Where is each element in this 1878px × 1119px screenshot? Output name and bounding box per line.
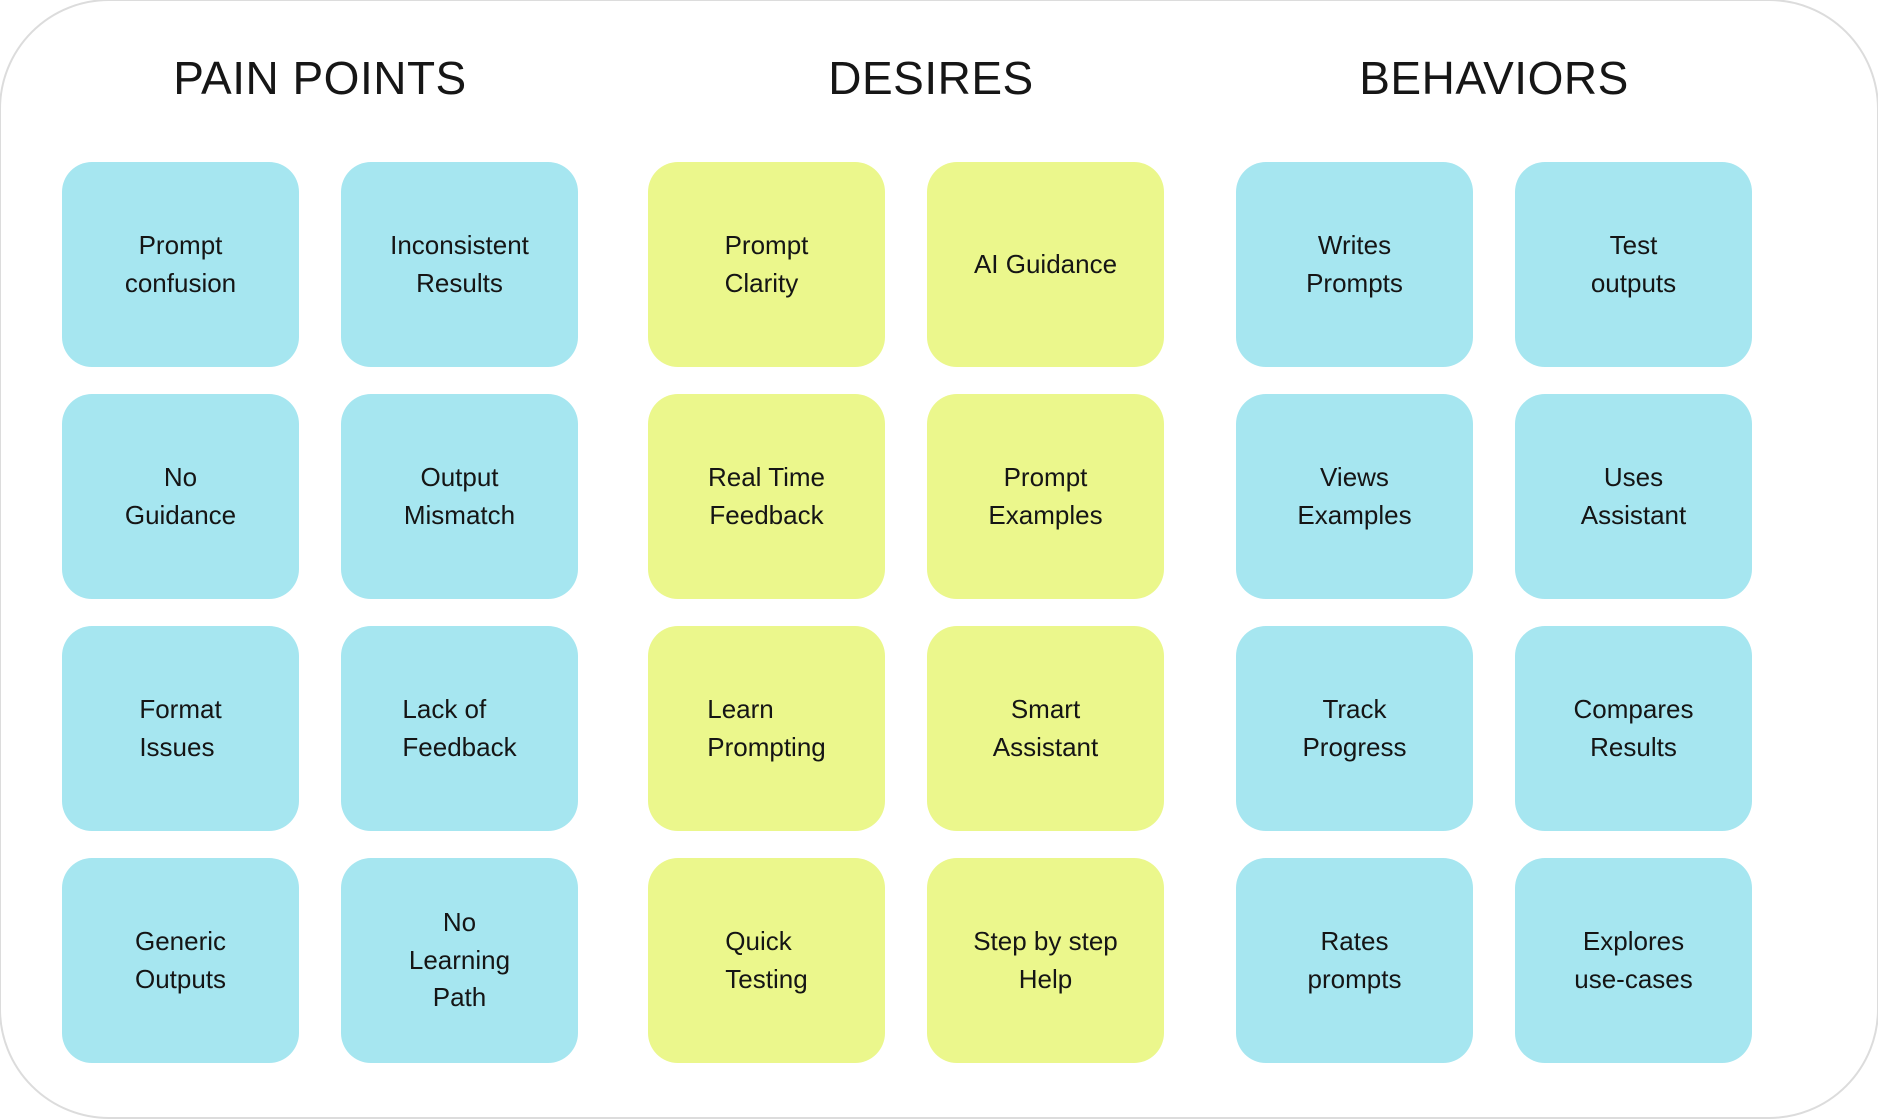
sticky-note[interactable]: Generic Outputs bbox=[62, 858, 299, 1063]
sticky-note[interactable]: Compares Results bbox=[1515, 626, 1752, 831]
sticky-note[interactable]: Uses Assistant bbox=[1515, 394, 1752, 599]
sticky-note-text: Generic Outputs bbox=[134, 925, 227, 994]
column-title-desires: DESIRES bbox=[828, 52, 1034, 104]
sticky-note-text: Format Issues bbox=[139, 693, 222, 762]
column-pain-points: PAIN POINTS Prompt confusion Inconsisten… bbox=[62, 0, 578, 1118]
sticky-note[interactable]: Output Mismatch bbox=[341, 394, 578, 599]
sticky-note[interactable]: Prompt Clarity bbox=[648, 162, 885, 367]
sticky-note-text: Prompt confusion bbox=[124, 229, 237, 298]
sticky-note[interactable]: No Guidance bbox=[62, 394, 299, 599]
sticky-note-text: No Learning Path bbox=[408, 906, 511, 1013]
behaviors-note-grid: Writes Prompts Test outputs Views Exampl… bbox=[1236, 162, 1752, 1063]
sticky-note-text: Output Mismatch bbox=[403, 461, 516, 530]
sticky-note[interactable]: Quick Testing bbox=[648, 858, 885, 1063]
sticky-note-text: Smart Assistant bbox=[992, 693, 1099, 762]
sticky-note[interactable]: Test outputs bbox=[1515, 162, 1752, 367]
column-title-pain-points: PAIN POINTS bbox=[173, 52, 467, 104]
sticky-note[interactable]: Learn Prompting bbox=[648, 626, 885, 831]
sticky-note-text: No Guidance bbox=[124, 461, 237, 530]
sticky-note-text: Prompt Examples bbox=[988, 461, 1103, 530]
column-behaviors: BEHAVIORS Writes Prompts Test outputs Vi… bbox=[1236, 0, 1752, 1118]
sticky-note-text: Explores use-cases bbox=[1574, 925, 1693, 994]
column-desires: DESIRES Prompt Clarity AI Guidance Real … bbox=[648, 0, 1164, 1118]
sticky-note-text: Lack of Feedback bbox=[402, 693, 517, 762]
sticky-note-text: Prompt Clarity bbox=[724, 229, 809, 298]
sticky-note[interactable]: Real Time Feedback bbox=[648, 394, 885, 599]
sticky-note[interactable]: Writes Prompts bbox=[1236, 162, 1473, 367]
sticky-note-text: Inconsistent Results bbox=[390, 229, 529, 298]
sticky-note-text: Step by step Help bbox=[973, 925, 1118, 994]
desires-note-grid: Prompt Clarity AI Guidance Real Time Fee… bbox=[648, 162, 1164, 1063]
sticky-note-text: AI Guidance bbox=[973, 248, 1118, 279]
sticky-note[interactable]: Prompt Examples bbox=[927, 394, 1164, 599]
sticky-note-text: Writes Prompts bbox=[1306, 229, 1403, 298]
sticky-note-text: Real Time Feedback bbox=[707, 461, 826, 530]
sticky-note-text: Uses Assistant bbox=[1580, 461, 1687, 530]
sticky-note-text: Quick Testing bbox=[725, 925, 808, 994]
sticky-note[interactable]: Explores use-cases bbox=[1515, 858, 1752, 1063]
sticky-note[interactable]: Format Issues bbox=[62, 626, 299, 831]
sticky-note-text: Test outputs bbox=[1590, 229, 1677, 298]
sticky-note-text: Track Progress bbox=[1302, 693, 1407, 762]
sticky-note[interactable]: Track Progress bbox=[1236, 626, 1473, 831]
pain-points-note-grid: Prompt confusion Inconsistent Results No… bbox=[62, 162, 578, 1063]
sticky-note[interactable]: Step by step Help bbox=[927, 858, 1164, 1063]
sticky-note[interactable]: Inconsistent Results bbox=[341, 162, 578, 367]
column-title-behaviors: BEHAVIORS bbox=[1359, 52, 1629, 104]
sticky-note-text: Rates prompts bbox=[1307, 925, 1402, 994]
sticky-note[interactable]: Smart Assistant bbox=[927, 626, 1164, 831]
sticky-note[interactable]: Lack of Feedback bbox=[341, 626, 578, 831]
sticky-note[interactable]: AI Guidance bbox=[927, 162, 1164, 367]
sticky-note[interactable]: Rates prompts bbox=[1236, 858, 1473, 1063]
sticky-note[interactable]: Prompt confusion bbox=[62, 162, 299, 367]
sticky-note-text: Compares Results bbox=[1573, 693, 1694, 762]
sticky-note-text: Views Examples bbox=[1297, 461, 1412, 530]
sticky-note[interactable]: Views Examples bbox=[1236, 394, 1473, 599]
sticky-note[interactable]: No Learning Path bbox=[341, 858, 578, 1063]
sticky-note-text: Learn Prompting bbox=[707, 693, 826, 762]
